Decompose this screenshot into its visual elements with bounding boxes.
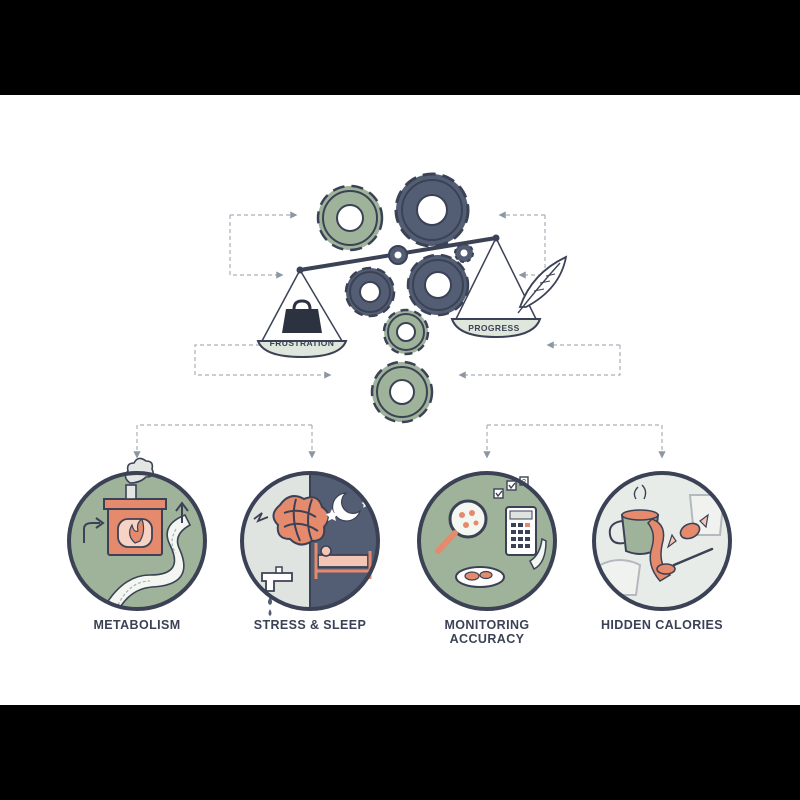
gear-icon [316, 184, 384, 252]
weight-icon [282, 299, 322, 333]
feather-icon [517, 255, 568, 314]
factor-label-stress-sleep: STRESS & SLEEP [253, 618, 367, 632]
gear-icon [454, 243, 474, 263]
factor-label-monitoring-accuracy: MONITORING ACCURACY [444, 618, 530, 646]
gear-icon [370, 360, 434, 424]
stress-sleep-icon [240, 471, 380, 616]
magnifier-icon [435, 499, 488, 554]
monitoring-accuracy-icon: ? [417, 471, 557, 611]
gear-icon [394, 172, 470, 248]
candy-icon [666, 513, 709, 549]
infographic-canvas: FRUSTRATION PROGRESS METABOLISM [0, 95, 800, 705]
balance-scale-icon: FRUSTRATION PROGRESS [256, 234, 568, 359]
gear-cluster-icon [316, 172, 474, 424]
gear-icon [344, 266, 396, 318]
progress-pan-label: PROGRESS [468, 323, 519, 333]
factor-label-metabolism: METABOLISM [93, 618, 181, 632]
plate-icon [455, 566, 505, 588]
calculator-phone-icon [505, 506, 547, 571]
factor-label-hidden-calories: HIDDEN CALORIES [601, 618, 723, 632]
gear-icon [382, 308, 430, 356]
frustration-pan-label: FRUSTRATION [270, 338, 335, 348]
metabolism-icon [67, 457, 207, 611]
bed-icon [314, 543, 372, 579]
diagram-artwork: FRUSTRATION PROGRESS METABOLISM [67, 172, 732, 646]
gear-icon [406, 253, 470, 317]
dripping-tap-icon [261, 566, 293, 616]
hidden-calories-icon [592, 471, 732, 611]
spoon-icon [656, 547, 714, 575]
